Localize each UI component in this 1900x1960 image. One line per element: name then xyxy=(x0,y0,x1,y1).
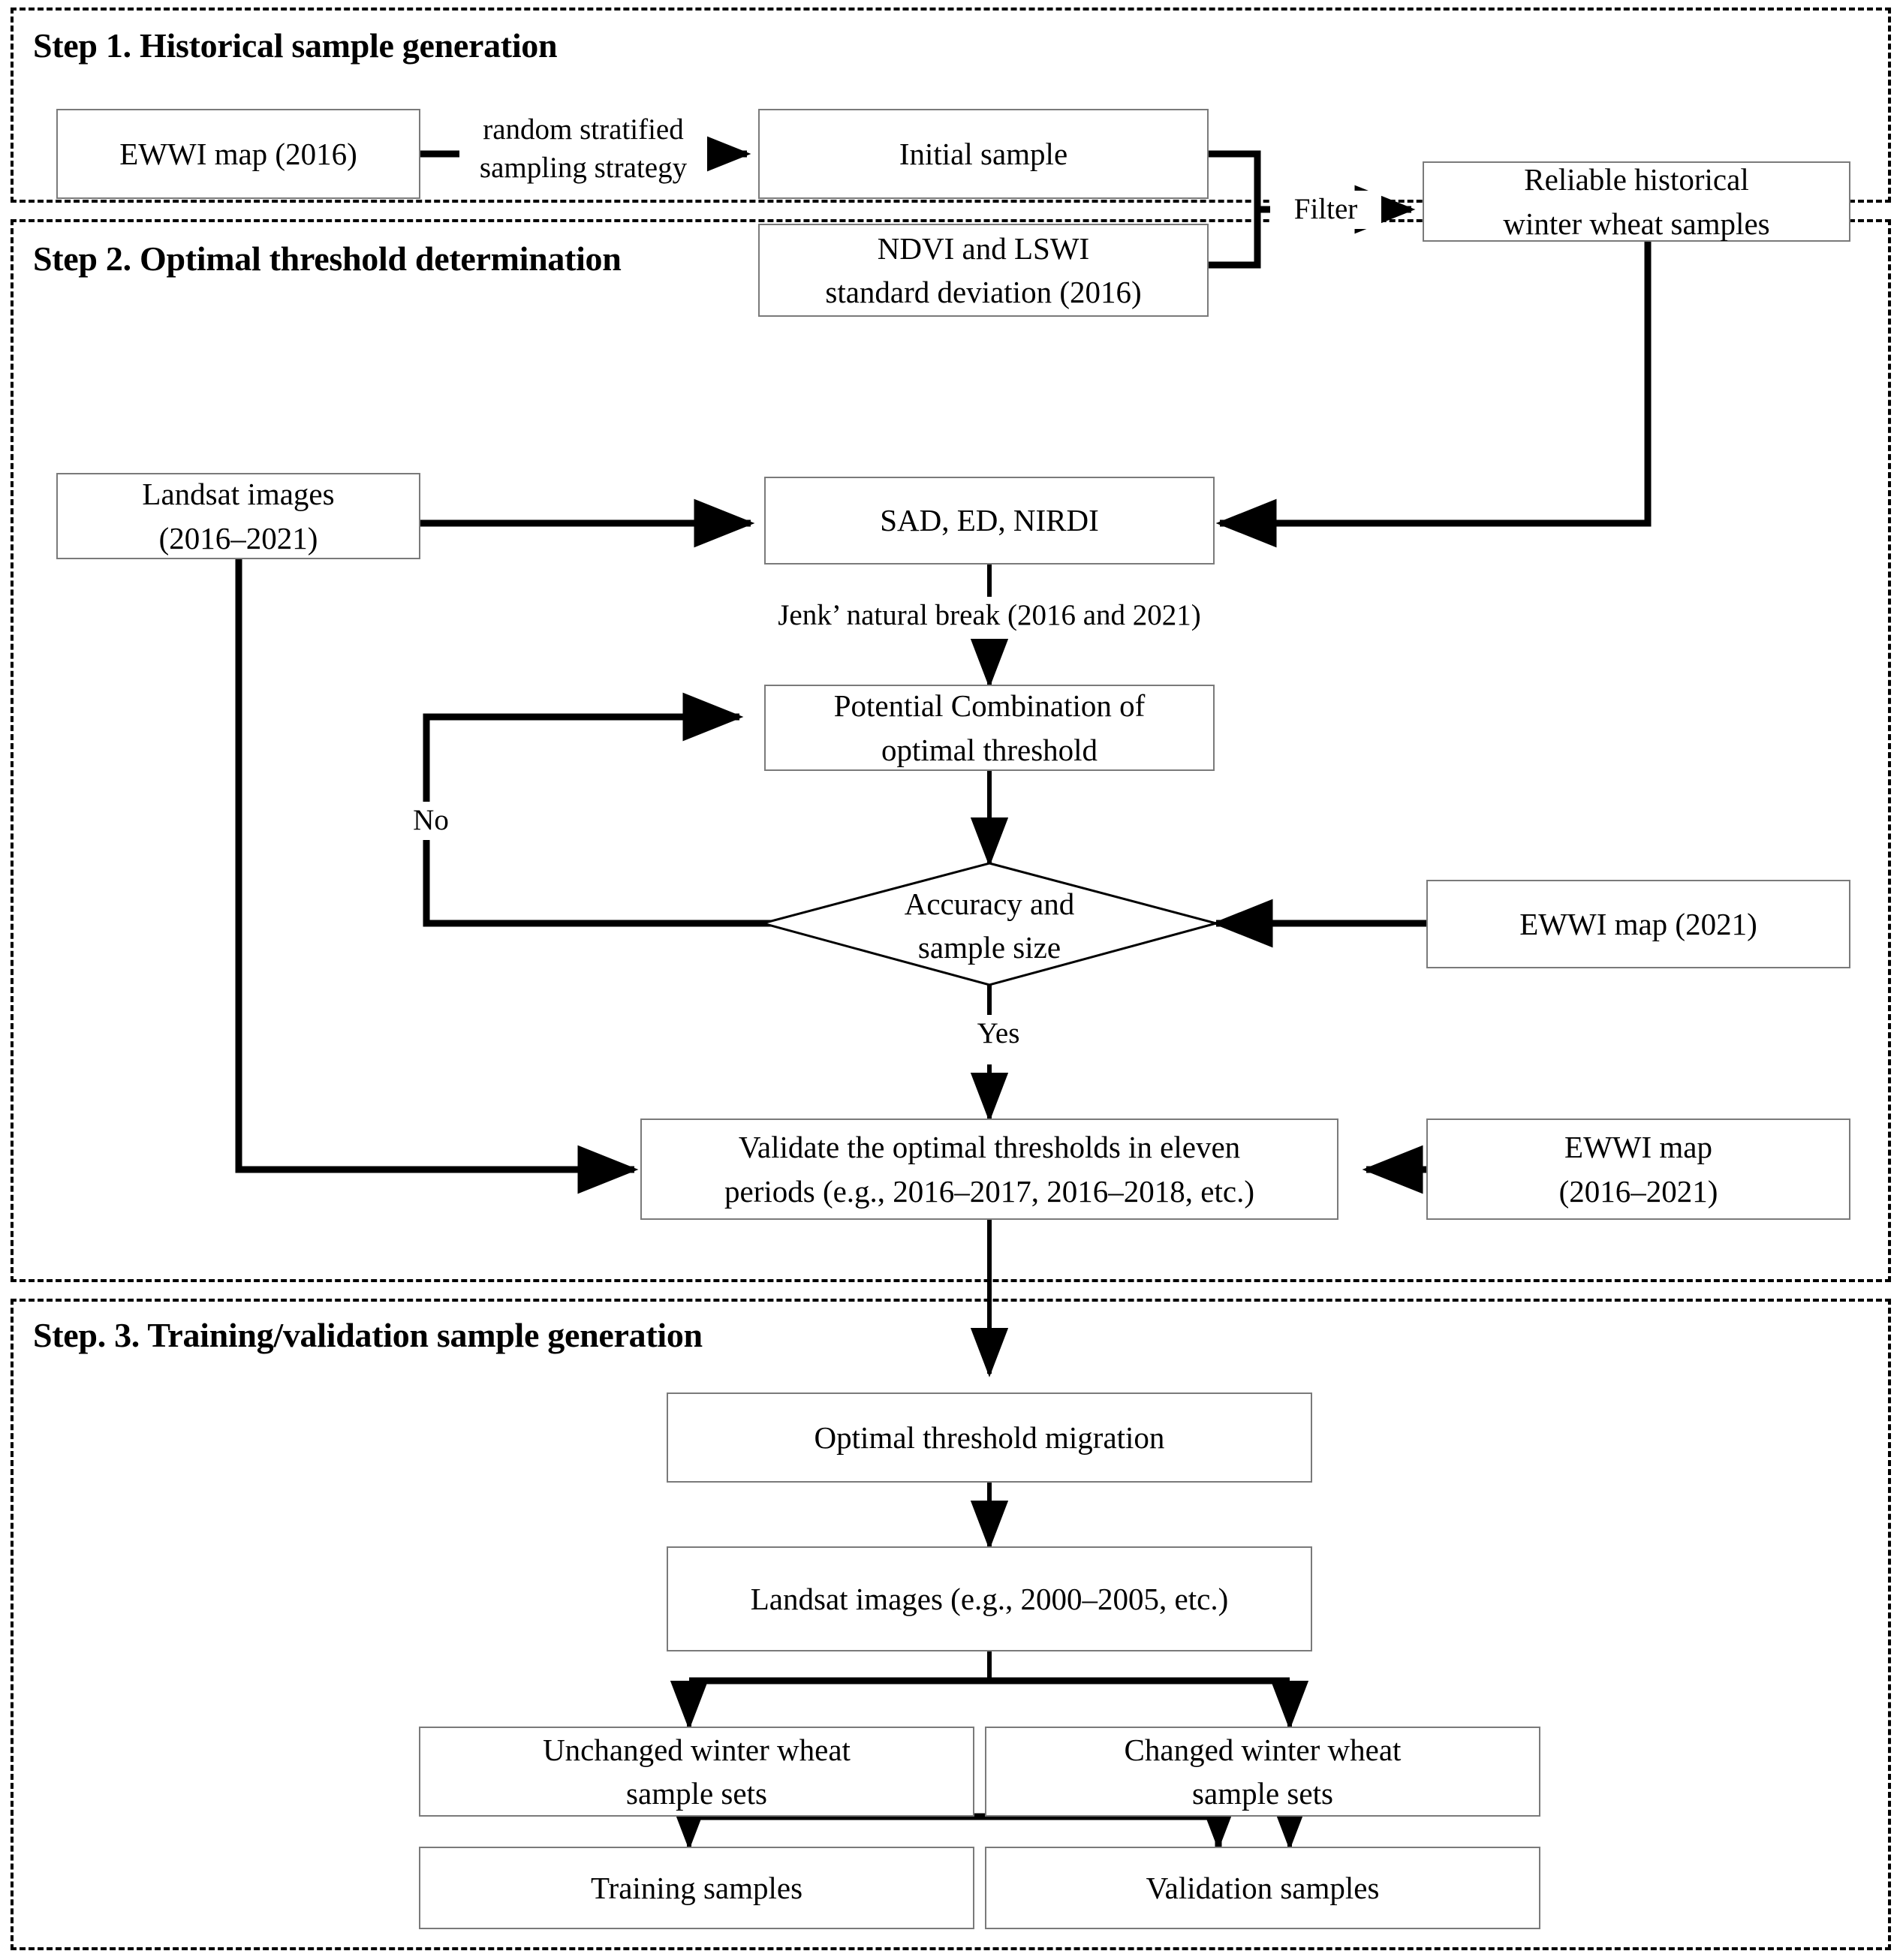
node-unchanged-samples-line1: Unchanged winter wheat xyxy=(543,1732,851,1767)
node-potential-combination-line1: Potential Combination of xyxy=(833,688,1146,724)
edge-label-no: No xyxy=(393,802,468,840)
node-landsat-2000-2005-label: Landsat images (e.g., 2000–2005, etc.) xyxy=(750,1581,1229,1616)
node-decision-line1: Accuracy and xyxy=(904,887,1075,921)
node-unchanged-winter-wheat-samples[interactable]: Unchanged winter wheat sample sets xyxy=(419,1727,974,1817)
edge-label-filter: Filter xyxy=(1270,191,1381,229)
node-potential-combination[interactable]: Potential Combination of optimal thresho… xyxy=(764,685,1215,771)
edge-landsat-to-validate xyxy=(235,559,639,1194)
node-ewwi-map-2016-label: EWWI map (2016) xyxy=(119,136,357,171)
node-ewwi-map-2016[interactable]: EWWI map (2016) xyxy=(56,109,420,199)
node-training-samples-label: Training samples xyxy=(590,1870,803,1905)
node-ewwi-map-2016-2021[interactable]: EWWI map (2016–2021) xyxy=(1426,1118,1850,1220)
step1-frame xyxy=(11,8,1891,203)
step3-frame xyxy=(11,1299,1891,1950)
node-unchanged-samples-line2: sample sets xyxy=(626,1776,767,1811)
step2-frame xyxy=(11,219,1891,1282)
node-landsat-2016-2021-line1: Landsat images xyxy=(142,477,335,512)
edge-label-sampling-strategy-line1: random stratified xyxy=(483,113,684,146)
node-validate-line1: Validate the optimal thresholds in eleve… xyxy=(738,1130,1241,1165)
node-validate-line2: periods (e.g., 2016–2017, 2016–2018, etc… xyxy=(724,1173,1254,1209)
node-threshold-migration-label: Optimal threshold migration xyxy=(814,1420,1165,1455)
node-optimal-threshold-migration[interactable]: Optimal threshold migration xyxy=(667,1392,1312,1483)
edge-label-jenks-natural-break: Jenk’ natural break (2016 and 2021) xyxy=(712,597,1267,635)
edge-reliable-to-indices xyxy=(1215,242,1652,548)
edge-label-sampling-strategy-line2: sampling strategy xyxy=(479,151,688,184)
node-training-samples[interactable]: Training samples xyxy=(419,1847,974,1929)
node-ewwi-map-2021[interactable]: EWWI map (2021) xyxy=(1426,880,1850,968)
node-landsat-images-2016-2021[interactable]: Landsat images (2016–2021) xyxy=(56,473,420,559)
step1-title: Step 1. Historical sample generation xyxy=(33,26,558,65)
node-ndvi-lswi-std[interactable]: NDVI and LSWI standard deviation (2016) xyxy=(758,224,1209,317)
node-landsat-images-2000-2005[interactable]: Landsat images (e.g., 2000–2005, etc.) xyxy=(667,1546,1312,1651)
node-ewwi-map-2021-label: EWWI map (2021) xyxy=(1519,906,1757,941)
decision-diamond-shape xyxy=(758,862,1221,986)
node-ewwi-2016-2021-line1: EWWI map xyxy=(1564,1130,1712,1165)
edge-label-yes: Yes xyxy=(957,1015,1040,1053)
node-sad-ed-nirdi-label: SAD, ED, NIRDI xyxy=(880,503,1099,538)
node-landsat-2016-2021-line2: (2016–2021) xyxy=(158,520,318,555)
node-validate-thresholds[interactable]: Validate the optimal thresholds in eleve… xyxy=(640,1118,1338,1220)
node-reliable-samples-line2: winter wheat samples xyxy=(1503,206,1770,241)
node-ndvi-lswi-std-line2: standard deviation (2016) xyxy=(825,275,1142,309)
node-reliable-samples-line1: Reliable historical xyxy=(1524,162,1749,197)
node-initial-sample[interactable]: Initial sample xyxy=(758,109,1209,199)
step3-title: Step. 3. Training/validation sample gene… xyxy=(33,1316,703,1354)
edge-landsat2000-split xyxy=(670,1651,1309,1730)
node-decision-accuracy-sample-size[interactable]: Accuracy and sample size xyxy=(826,882,1153,969)
node-reliable-historical-samples[interactable]: Reliable historical winter wheat samples xyxy=(1423,161,1850,242)
node-ndvi-lswi-std-line1: NDVI and LSWI xyxy=(877,230,1090,266)
node-initial-sample-label: Initial sample xyxy=(899,136,1068,171)
node-ewwi-2016-2021-line2: (2016–2021) xyxy=(1558,1173,1718,1209)
node-changed-samples-line1: Changed winter wheat xyxy=(1124,1732,1402,1767)
edge-label-sampling-strategy: random stratified sampling strategy xyxy=(459,111,707,188)
node-decision-line2: sample size xyxy=(917,930,1061,965)
node-validation-samples[interactable]: Validation samples xyxy=(985,1847,1540,1929)
node-validation-samples-label: Validation samples xyxy=(1146,1870,1380,1905)
node-potential-combination-line2: optimal threshold xyxy=(881,732,1098,767)
node-sad-ed-nirdi[interactable]: SAD, ED, NIRDI xyxy=(764,477,1215,565)
step2-title: Step 2. Optimal threshold determination xyxy=(33,239,622,278)
node-changed-winter-wheat-samples[interactable]: Changed winter wheat sample sets xyxy=(985,1727,1540,1817)
node-changed-samples-line2: sample sets xyxy=(1192,1776,1333,1811)
